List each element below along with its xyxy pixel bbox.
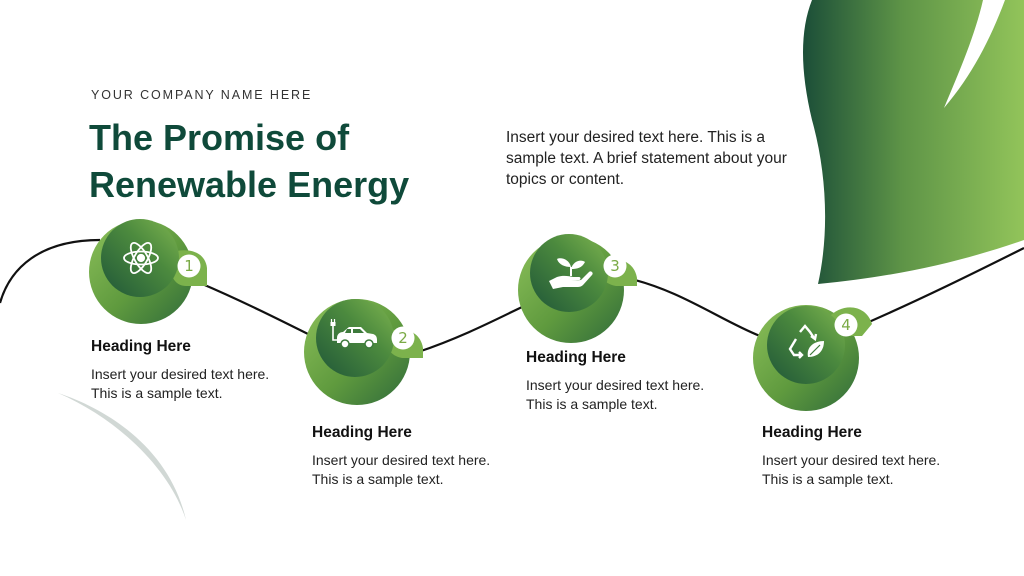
step-1-heading: Heading Here: [91, 338, 191, 355]
slide-title: The Promise of Renewable Energy: [89, 114, 409, 208]
plant-in-hand-icon: [549, 258, 593, 289]
step-1-number: 1: [184, 257, 194, 275]
step-4-content: Heading Here Insert your desired text he…: [762, 424, 962, 488]
decorative-arc: [58, 393, 186, 520]
atom-icon: [123, 242, 159, 274]
title-line-2: Renewable Energy: [89, 164, 410, 205]
step-3-text: Insert your desired text here. This is a…: [526, 377, 705, 412]
recycle-leaf-icon: [788, 324, 824, 359]
step-1-content: Heading Here Insert your desired text he…: [91, 338, 291, 402]
company-name: YOUR COMPANY NAME HERE: [91, 88, 313, 102]
step-4-heading: Heading Here: [762, 424, 862, 441]
timeline-path: [0, 238, 1024, 354]
electric-car-icon: [330, 319, 377, 349]
step-2-number: 2: [398, 329, 408, 347]
step-4-text: Insert your desired text here. This is a…: [762, 452, 941, 487]
step-2-heading: Heading Here: [312, 424, 412, 441]
step-3-number: 3: [610, 257, 620, 275]
leaf-decoration: [803, 0, 1024, 284]
step-3-content: Heading Here Insert your desired text he…: [526, 349, 726, 413]
step-marker-2: [304, 299, 423, 405]
step-4-number: 4: [841, 316, 851, 334]
intro-text: Insert your desired text here. This is a…: [506, 129, 787, 188]
step-3-heading: Heading Here: [526, 349, 626, 366]
title-line-1: The Promise of: [89, 117, 350, 158]
step-1-text: Insert your desired text here. This is a…: [91, 366, 270, 401]
step-marker-4: [753, 305, 872, 411]
step-2-content: Heading Here Insert your desired text he…: [312, 424, 512, 488]
step-2-text: Insert your desired text here. This is a…: [312, 452, 491, 487]
step-marker-3: [518, 234, 637, 343]
